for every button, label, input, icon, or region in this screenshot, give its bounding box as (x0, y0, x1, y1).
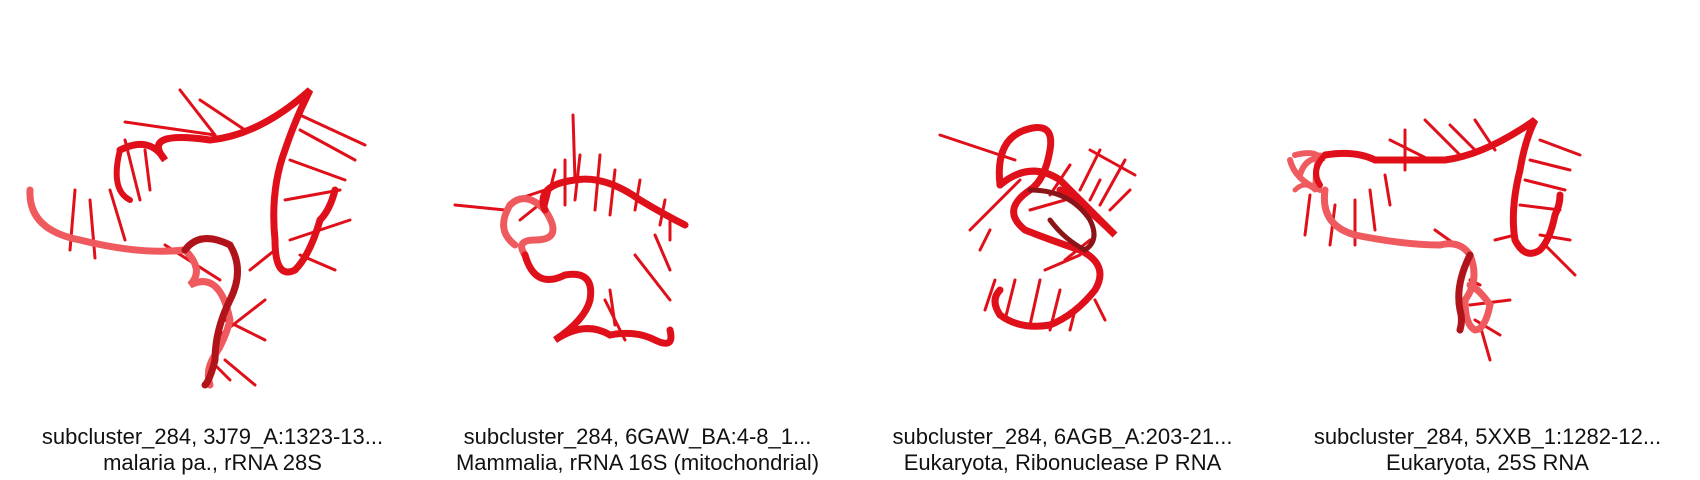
rna-structure-image-1 (26, 87, 367, 389)
backbone-trace-4b (1455, 251, 1474, 334)
backbone-trace-2b (521, 251, 675, 347)
structure-subtitle-4: Eukaryota, 25S RNA (1386, 450, 1589, 475)
rna-structure-image-2 (453, 113, 689, 347)
base-sticks-3 (938, 133, 1137, 332)
structure-title-4: subcluster_284, 5XXB_1:1282-12... (1313, 424, 1662, 449)
structure-title-1: subcluster_284, 3J79_A:1323-13... (41, 424, 384, 449)
backbone-trace-4a (1320, 186, 1494, 334)
backbone-trace-1c (116, 87, 339, 276)
backbone-trace-4c (1321, 117, 1564, 257)
base-sticks-2 (453, 113, 672, 342)
backbone-trace-3a (991, 124, 1104, 330)
backbone-trace-3b (996, 167, 1118, 238)
rna-structure-image-3 (938, 124, 1137, 332)
structure-subtitle-3: Eukaryota, Ribonuclease P RNA (903, 450, 1222, 475)
structure-subtitle-1: malaria pa., rRNA 28S (103, 450, 322, 475)
structure-title-3: subcluster_284, 6AGB_A:203-21... (892, 424, 1233, 449)
structure-panel-1: subcluster_284, 3J79_A:1323-13... malari… (0, 0, 425, 480)
structure-title-2: subcluster_284, 6GAW_BA:4-8_1... (463, 424, 812, 449)
structure-panel-4: subcluster_284, 5XXB_1:1282-12... Eukary… (1275, 0, 1700, 480)
structure-panel-2: subcluster_284, 6GAW_BA:4-8_1... Mammali… (425, 0, 850, 480)
rna-structure-image-4 (1287, 117, 1582, 362)
structure-subtitle-2: Mammalia, rRNA 16S (mitochondrial) (455, 450, 820, 475)
backbone-trace-2c (539, 175, 689, 229)
structure-panel-3: subcluster_284, 6AGB_A:203-21... Eukaryo… (850, 0, 1275, 480)
backbone-trace-1b (181, 235, 241, 389)
backbone-trace-1a (26, 186, 234, 389)
